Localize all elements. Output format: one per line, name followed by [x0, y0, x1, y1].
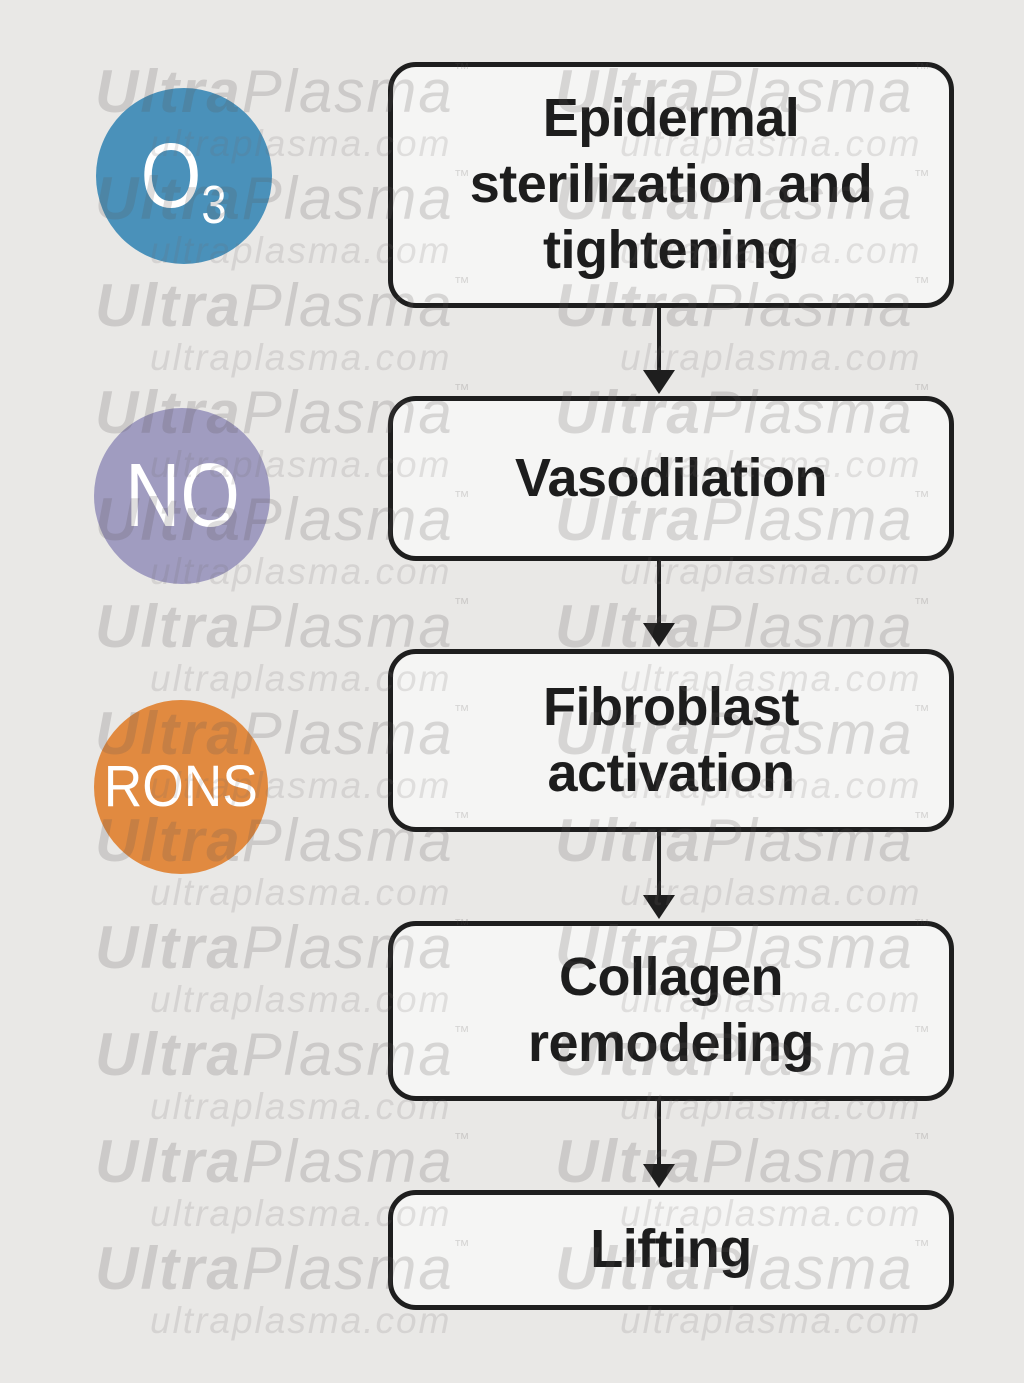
arrow-down-icon: [639, 559, 679, 647]
rons-label: RONS: [103, 754, 259, 819]
watermark-brand-text: UltraPlasma™: [555, 593, 930, 660]
arrow-down-icon: [639, 1099, 679, 1188]
watermark-site-text: ultraplasma.com: [150, 872, 452, 913]
o3-label: O: [140, 125, 202, 227]
flow-box-label: Lifting: [590, 1219, 752, 1280]
arrow-down-icon: [639, 306, 679, 394]
flow-box-collagen-remodeling: Collagen remodeling: [388, 921, 954, 1101]
watermark-brand-text: UltraPlasma™: [95, 1128, 470, 1195]
no-molecule-badge: NO: [94, 408, 270, 584]
flow-box-label: Epidermal sterilization and tightening: [469, 88, 873, 280]
arrow-down-icon: [639, 830, 679, 919]
watermark-brand-text: UltraPlasma™: [95, 593, 470, 660]
flow-box-label: Vasodilation: [514, 447, 828, 508]
o3-molecule-badge: O3: [96, 88, 272, 264]
watermark-site-text: ultraplasma.com: [150, 337, 452, 378]
flow-box-lifting: Lifting: [388, 1190, 954, 1310]
no-label: NO: [124, 446, 240, 546]
flow-box-vasodilation: Vasodilation: [388, 396, 954, 561]
flow-box-fibroblast-activation: Fibroblast activation: [388, 649, 954, 832]
watermark-brand-text: UltraPlasma™: [555, 1128, 930, 1195]
flow-box-epidermal-sterilization: Epidermal sterilization and tightening: [388, 62, 954, 308]
o3-subscript: 3: [201, 176, 228, 235]
flow-box-label: Collagen remodeling: [527, 947, 815, 1073]
flow-box-label: Fibroblast activation: [542, 676, 800, 803]
rons-molecule-badge: RONS: [94, 700, 268, 874]
